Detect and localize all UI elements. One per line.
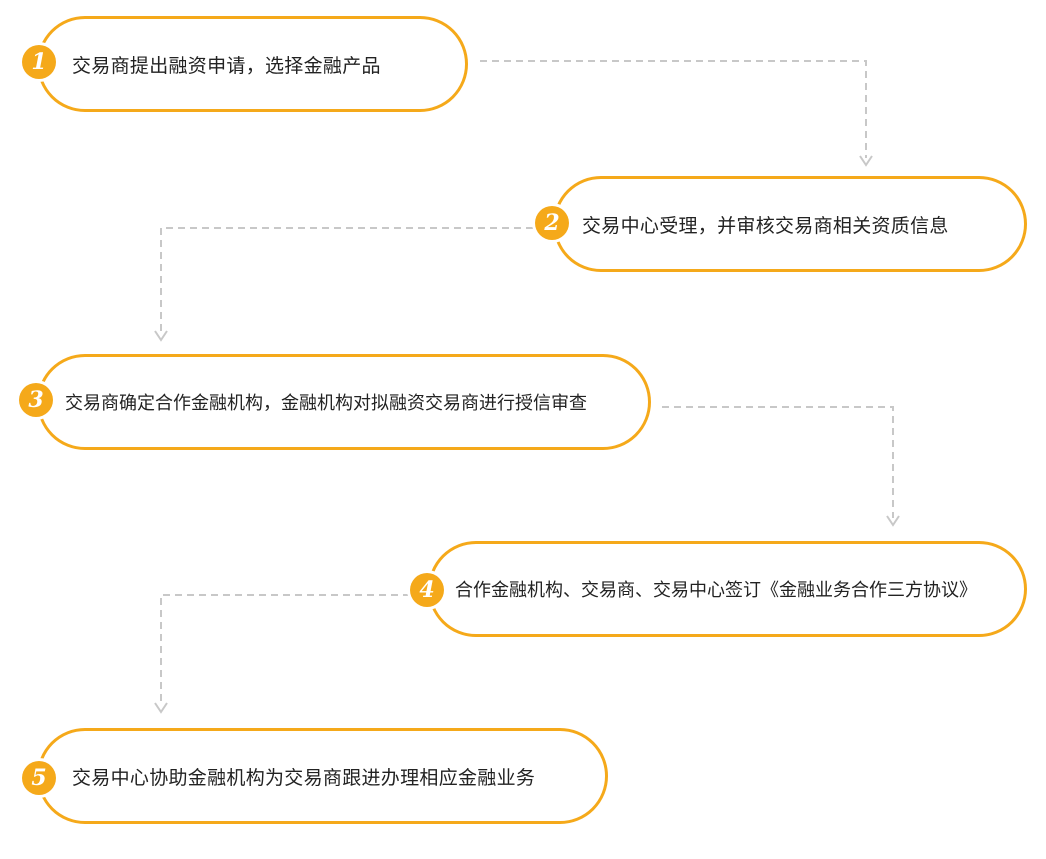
step-2-text: 交易中心受理，并审核交易商相关资质信息 (582, 214, 949, 237)
arrowhead-3-4 (886, 515, 900, 527)
step-4-text: 合作金融机构、交易商、交易中心签订《金融业务合作三方协议》 (455, 580, 977, 601)
connector-3-4 (662, 406, 894, 518)
connector-2-3 (160, 227, 533, 333)
step-3-box: 交易商确定合作金融机构，金融机构对拟融资交易商进行授信审查 (37, 354, 651, 450)
step-2-box: 交易中心受理，并审核交易商相关资质信息 (553, 176, 1027, 272)
arrowhead-4-5 (154, 702, 168, 714)
step-5-badge: 5 (22, 761, 56, 795)
arrowhead-2-3 (154, 330, 168, 342)
step-5-text: 交易中心协助金融机构为交易商跟进办理相应金融业务 (72, 766, 536, 789)
step-3-badge: 3 (19, 383, 53, 417)
step-2-badge: 2 (535, 206, 569, 240)
step-1-box: 交易商提出融资申请，选择金融产品 (37, 16, 468, 112)
step-3-text: 交易商确定合作金融机构，金融机构对拟融资交易商进行授信审查 (65, 393, 587, 414)
connector-1-2 (480, 60, 867, 158)
step-1-badge: 1 (22, 45, 56, 79)
arrowhead-1-2 (859, 155, 873, 167)
step-4-badge: 4 (410, 573, 444, 607)
step-5-box: 交易中心协助金融机构为交易商跟进办理相应金融业务 (37, 728, 608, 824)
step-4-box: 合作金融机构、交易商、交易中心签订《金融业务合作三方协议》 (428, 541, 1027, 637)
connector-4-5 (160, 594, 410, 705)
step-1-text: 交易商提出融资申请，选择金融产品 (72, 54, 381, 77)
